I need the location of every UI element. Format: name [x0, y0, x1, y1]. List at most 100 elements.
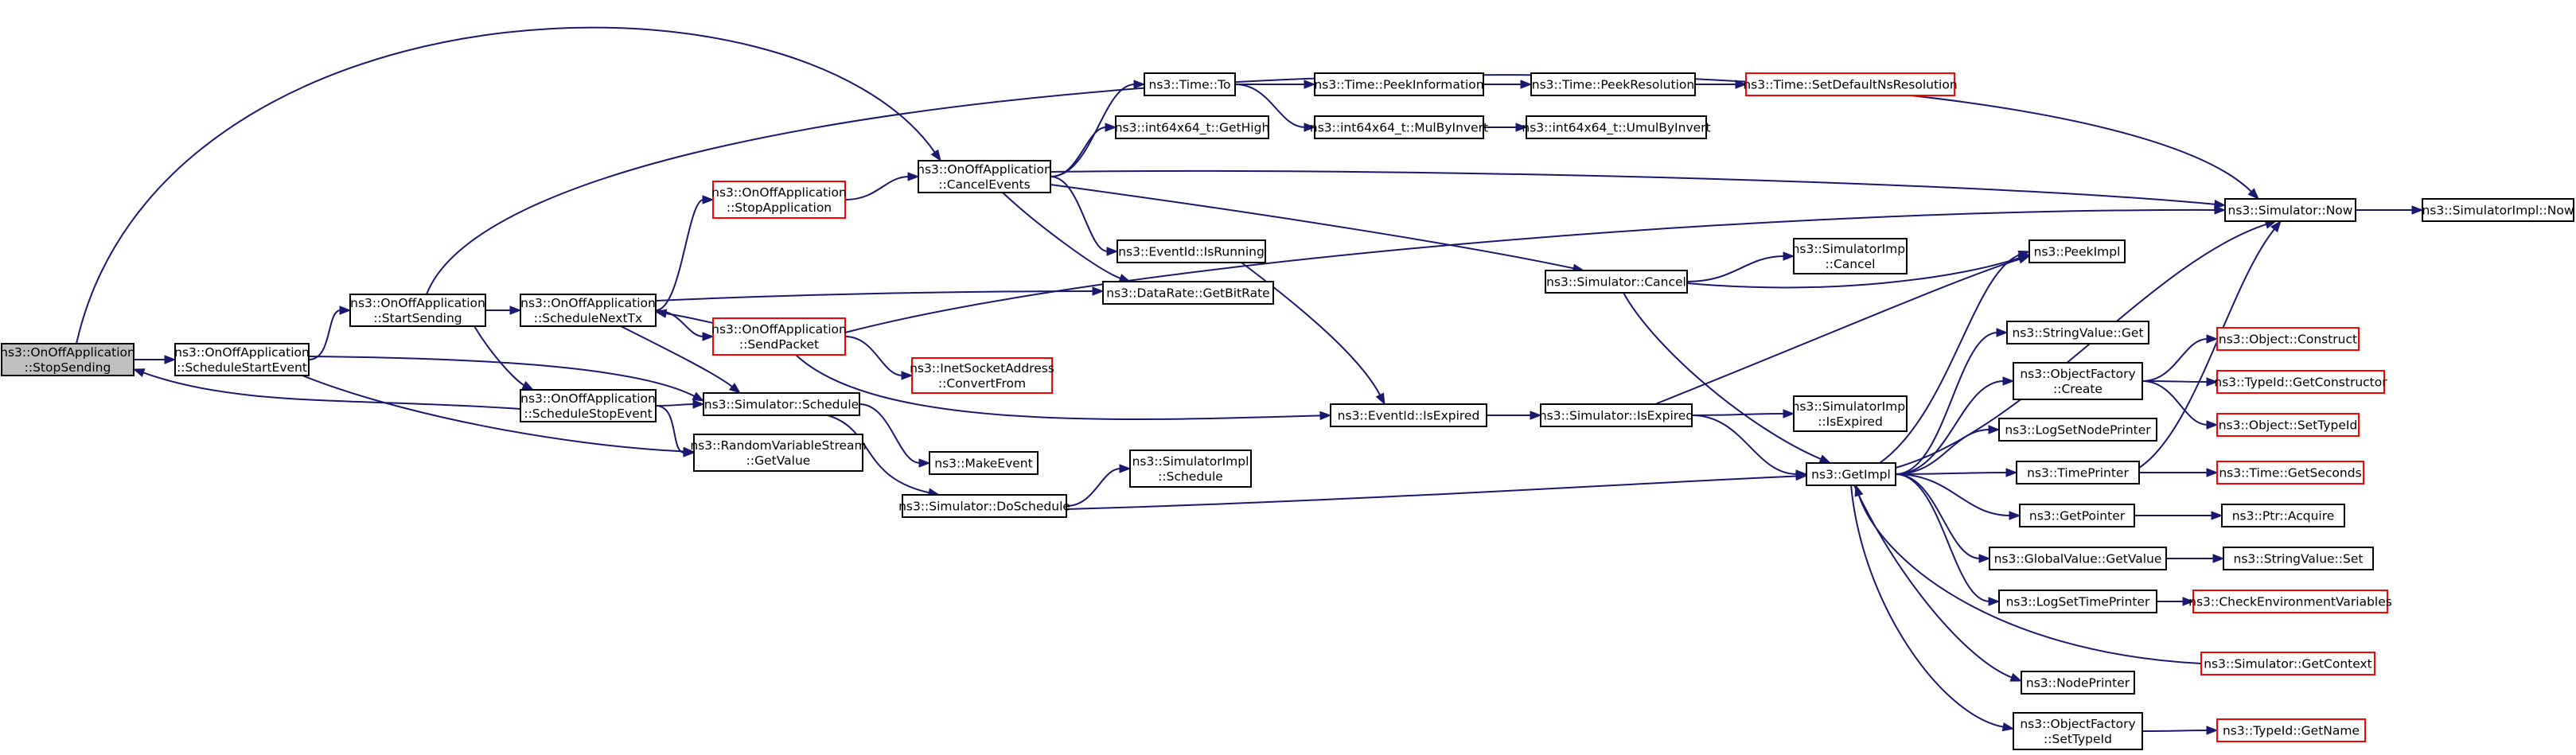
node-simSchedule[interactable]: ns3::Simulator::Schedule	[703, 392, 860, 416]
edge-line	[302, 375, 685, 453]
node-peekResolution[interactable]: ns3::Time::PeekResolution	[1530, 72, 1696, 96]
node-scheduleNextTx[interactable]: ns3::OnOffApplication::ScheduleNextTx	[520, 294, 657, 327]
node-sendPacket[interactable]: ns3::OnOffApplication::SendPacket	[711, 317, 847, 356]
node-box	[2021, 671, 2135, 695]
node-simCancel[interactable]: ns3::Simulator::Cancel	[1545, 270, 1688, 294]
node-box	[1144, 72, 1236, 96]
node-box	[1115, 115, 1269, 139]
edge-line	[1241, 262, 1382, 396]
node-box	[1793, 395, 1908, 432]
node-cancelEvents[interactable]: ns3::OnOffApplication::CancelEvents	[917, 160, 1052, 193]
arrow-head-icon	[1996, 328, 2009, 337]
node-ofCreate[interactable]: ns3::ObjectFactory::Create	[2013, 362, 2143, 400]
edge-line	[1895, 473, 1990, 602]
edge-scheduleStartEvent-to-simSchedule	[308, 356, 705, 402]
edge-doSchedule-to-implSchedule	[1066, 464, 1132, 507]
node-label: ns3::OnOffApplication	[711, 185, 847, 200]
node-logSetTimePrinter[interactable]: ns3::LogSetTimePrinter	[1998, 590, 2157, 613]
node-objConstruct[interactable]: ns3::Object::Construct	[2216, 327, 2360, 351]
node-implCancel[interactable]: ns3::SimulatorImpl::Cancel	[1792, 238, 1909, 274]
node-nodePrinter[interactable]: ns3::NodePrinter	[2021, 671, 2135, 695]
node-typeIdGetCtor[interactable]: ns3::TypeId::GetConstructor	[2214, 370, 2387, 394]
node-gvGetValue[interactable]: ns3::GlobalValue::GetValue	[1989, 547, 2167, 570]
arrow-head-icon	[2214, 200, 2227, 209]
node-label: ::SetTypeId	[2044, 732, 2112, 746]
node-checkEnvVars[interactable]: ns3::CheckEnvironmentVariables	[2188, 590, 2392, 613]
node-stringValueGet[interactable]: ns3::StringValue::Get	[2006, 321, 2149, 344]
node-label: ns3::RandomVariableStream	[690, 438, 866, 453]
node-scheduleStartEvent[interactable]: ns3::OnOffApplication::ScheduleStartEven…	[174, 343, 310, 376]
node-box	[2006, 321, 2149, 344]
node-label: ns3::Time::PeekResolution	[1532, 78, 1694, 92]
arrow-head-icon	[1783, 409, 1795, 418]
node-typeIdGetName[interactable]: ns3::TypeId::GetName	[2216, 718, 2366, 742]
node-timePrinter[interactable]: ns3::TimePrinter	[2016, 461, 2140, 485]
node-box	[520, 389, 657, 422]
node-box	[1314, 115, 1484, 139]
node-label: ns3::Time::SetDefaultNsResolution	[1743, 78, 1957, 92]
node-box	[1793, 238, 1908, 274]
node-peekImpl[interactable]: ns3::PeekImpl	[2028, 239, 2126, 263]
arrow-head-icon	[2002, 376, 2015, 386]
node-label: ns3::TimePrinter	[2027, 466, 2129, 481]
arrow-head-icon	[2411, 205, 2424, 215]
edge-startSending-to-simNow	[426, 74, 2259, 295]
node-label: ns3::Time::PeekInformation	[1314, 78, 1483, 92]
node-box	[2221, 504, 2345, 527]
node-timeTo[interactable]: ns3::Time::To	[1144, 72, 1236, 96]
node-peekInformation[interactable]: ns3::Time::PeekInformation	[1314, 72, 1484, 96]
node-label: ns3::Object::Construct	[2219, 333, 2357, 347]
node-label: ns3::EventId::IsExpired	[1338, 409, 1480, 423]
node-makeEvent[interactable]: ns3::MakeEvent	[929, 451, 1039, 475]
node-label: ns3::StringValue::Get	[2012, 326, 2143, 341]
node-box	[1117, 239, 1266, 263]
node-box	[1526, 115, 1707, 139]
edge-line	[859, 403, 921, 464]
node-stopApplication[interactable]: ns3::OnOffApplication::StopApplication	[711, 181, 847, 219]
node-getImpl[interactable]: ns3::GetImpl	[1806, 462, 1896, 486]
node-doSchedule[interactable]: ns3::Simulator::DoSchedule	[898, 494, 1070, 518]
node-setDefaultNsRes[interactable]: ns3::Time::SetDefaultNsResolution	[1743, 72, 1958, 96]
node-mulByInvert[interactable]: ns3::int64x64_t::MulByInvert	[1310, 115, 1488, 139]
node-stringValueSet[interactable]: ns3::StringValue::Set	[2223, 547, 2374, 570]
edge-line	[1623, 292, 1822, 461]
edge-scheduleStopEvent-to-simSchedule	[655, 399, 705, 409]
edge-simIsExpired-to-implIsExpired	[1691, 409, 1795, 418]
edge-simIsExpired-to-getImpl	[1691, 414, 1808, 479]
node-inetConvertFrom[interactable]: ns3::InetSocketAddress::ConvertFrom	[910, 357, 1054, 394]
edge-scheduleNextTx-to-stopApplication	[655, 195, 715, 311]
node-label: ::StartSending	[373, 311, 462, 325]
node-isExpiredEv[interactable]: ns3::EventId::IsExpired	[1330, 403, 1487, 427]
node-isRunning[interactable]: ns3::EventId::IsRunning	[1117, 239, 1266, 263]
node-label: ns3::Simulator::Cancel	[1546, 275, 1686, 290]
arrow-head-icon	[2009, 672, 2023, 682]
node-logSetNodePrinter[interactable]: ns3::LogSetNodePrinter	[1998, 418, 2157, 442]
node-umulByInvert[interactable]: ns3::int64x64_t::UmulByInvert	[1522, 115, 1711, 139]
node-implSchedule[interactable]: ns3::SimulatorImpl::Schedule	[1129, 449, 1252, 488]
node-box	[1998, 590, 2157, 613]
node-startSending[interactable]: ns3::OnOffApplication::StartSending	[349, 294, 486, 327]
node-simNow[interactable]: ns3::Simulator::Now	[2224, 198, 2356, 222]
node-objSetTypeId[interactable]: ns3::Object::SetTypeId	[2216, 413, 2360, 437]
edge-line	[844, 208, 2216, 333]
node-ptrAcquire[interactable]: ns3::Ptr::Acquire	[2221, 504, 2345, 527]
node-getBitRate[interactable]: ns3::DataRate::GetBitRate	[1102, 281, 1274, 305]
node-implNow[interactable]: ns3::SimulatorImpl::Now	[2422, 198, 2574, 222]
node-label: ns3::GetImpl	[1811, 468, 1891, 482]
node-simGetContext[interactable]: ns3::Simulator::GetContext	[2200, 652, 2375, 675]
node-label: ::Create	[2053, 382, 2102, 396]
node-getHigh[interactable]: ns3::int64x64_t::GetHigh	[1115, 115, 1270, 139]
node-timeGetSeconds[interactable]: ns3::Time::GetSeconds	[2216, 461, 2364, 485]
node-getPointer[interactable]: ns3::GetPointer	[2019, 504, 2135, 527]
node-simIsExpired[interactable]: ns3::Simulator::IsExpired	[1539, 403, 1693, 427]
edge-line	[474, 325, 525, 387]
node-ofSetTypeId[interactable]: ns3::ObjectFactory::SetTypeId	[2013, 712, 2143, 750]
edge-getImpl-to-timePrinter	[1895, 468, 2018, 477]
edge-line	[1691, 414, 1798, 475]
edge-line	[1895, 332, 1998, 475]
node-implIsExpired[interactable]: ns3::SimulatorImpl::IsExpired	[1792, 395, 1909, 432]
node-rvsGetValue[interactable]: ns3::RandomVariableStream::GetValue	[690, 434, 867, 472]
node-label: ns3::int64x64_t::MulByInvert	[1310, 121, 1488, 136]
node-scheduleStopEvent[interactable]: ns3::OnOffApplication::ScheduleStopEvent	[520, 389, 657, 422]
